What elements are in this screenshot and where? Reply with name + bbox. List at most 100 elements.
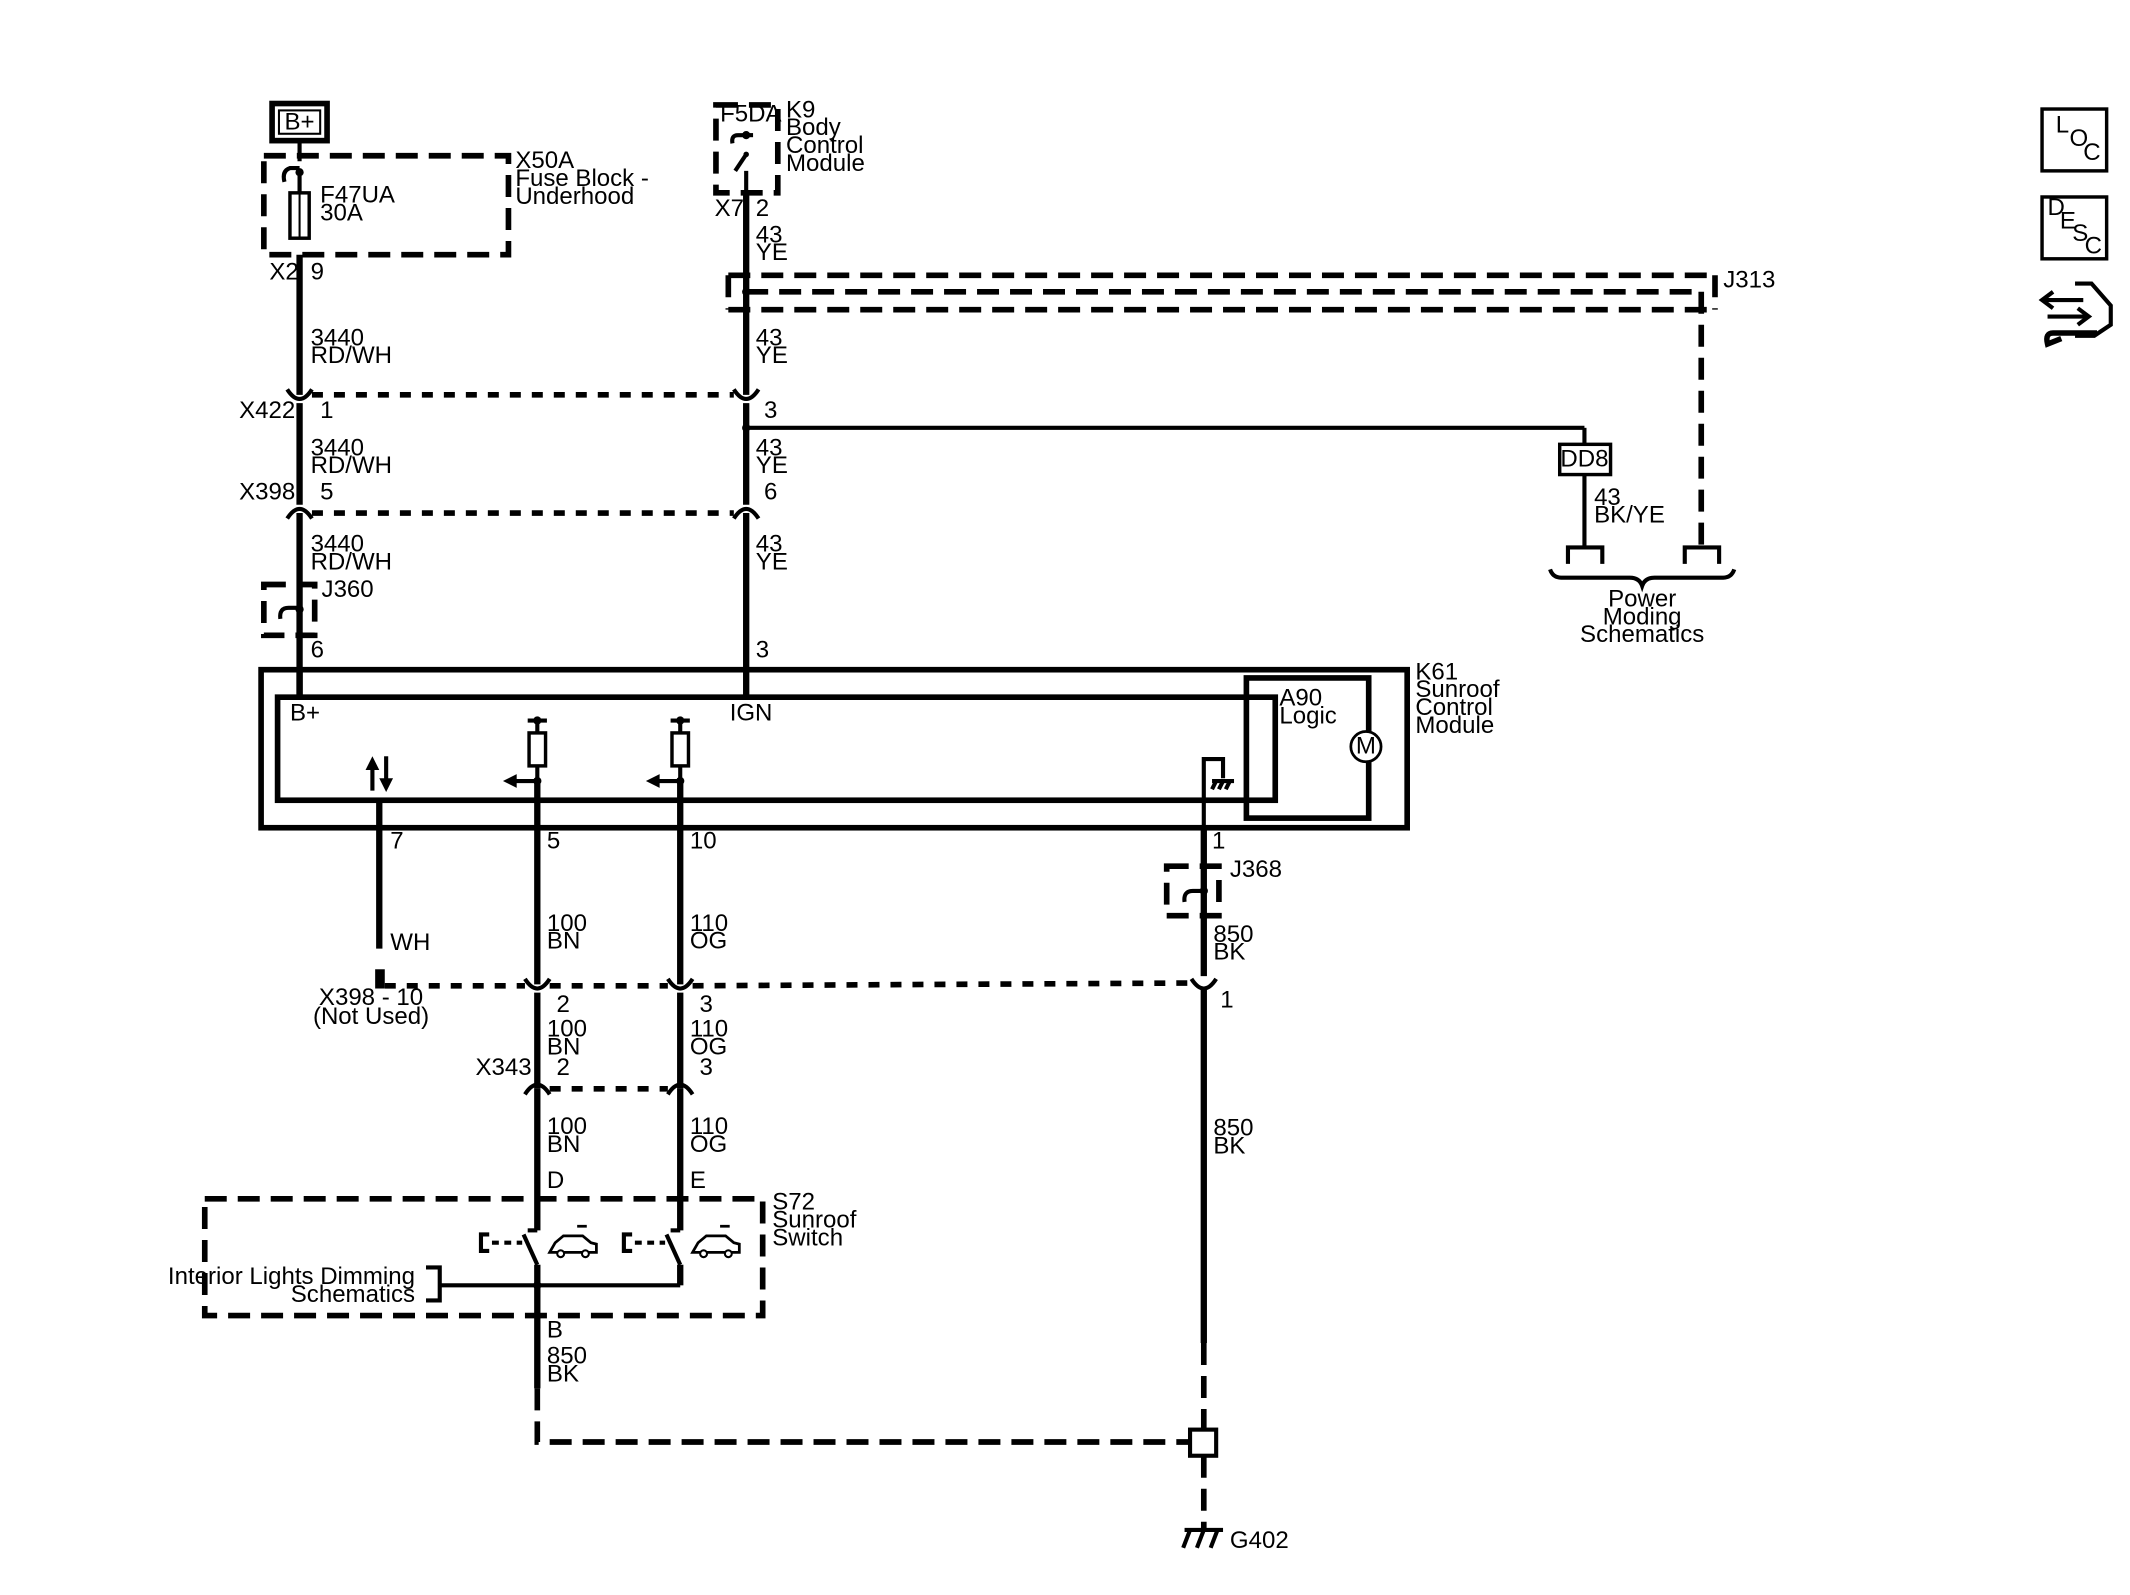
desc-letter: C	[2085, 232, 2102, 259]
module-bplus-label: B+	[290, 700, 320, 727]
unused-pin-note: (Not Used)	[313, 1003, 429, 1030]
connector-x343-label: X343	[475, 1054, 531, 1081]
description-button[interactable]: D E S C	[2040, 194, 2109, 261]
wire-label: OG	[690, 1033, 727, 1060]
module-name: Module	[1415, 712, 1494, 739]
logic-name: Logic	[1279, 702, 1336, 729]
pin-label: 5	[547, 827, 560, 854]
pin-label: 3	[764, 397, 777, 424]
bcm-id: K9	[786, 96, 815, 123]
pin-label: 6	[764, 478, 777, 505]
wire-label: YE	[756, 452, 788, 479]
fuse-block-connector: X2	[269, 258, 298, 285]
connector-x398: X398 5 6	[239, 478, 777, 520]
sunroof-control-module-k61: K61 Sunroof Control Module A90 Logic M B…	[258, 658, 1500, 831]
dd8-label: DD8	[1560, 445, 1608, 472]
wire-label: 43	[756, 324, 783, 351]
wire-label: BK	[547, 1361, 579, 1388]
desc-letter: E	[2060, 208, 2076, 235]
wire-label: 43	[1594, 484, 1621, 511]
logic-id: A90	[1279, 684, 1322, 711]
pin-label: 1	[1212, 827, 1225, 854]
splice-j313-label: J313	[1723, 267, 1775, 294]
wire-label: 100	[547, 910, 587, 937]
bcm-pin: 2	[756, 195, 769, 222]
wire-label: OG	[690, 1131, 727, 1158]
bcm-name-2: Control	[786, 132, 863, 159]
fuse-rating: 30A	[320, 199, 363, 226]
wire-label: BK/YE	[1594, 502, 1665, 529]
power-moding-reference: Power Moding Schematics	[1548, 545, 1737, 648]
wire-label: WH	[390, 929, 430, 956]
motor-label: M	[1356, 733, 1376, 760]
dimming-reference: Schematics	[291, 1281, 415, 1308]
diagnostic-connector-icon[interactable]	[2038, 281, 2113, 348]
wire-label: 3440	[311, 434, 364, 461]
pin-label: 7	[390, 827, 403, 854]
pin-label: E	[690, 1167, 706, 1194]
wire-label: 850	[547, 1343, 587, 1370]
module-name: Sunroof	[1415, 676, 1499, 703]
wire-label: BN	[547, 1131, 580, 1158]
bcm-switch-icon	[733, 153, 748, 173]
connector-dd8: DD8	[1557, 442, 1613, 477]
data-arrows-icon	[365, 756, 394, 793]
fuse-block-pin: 9	[311, 258, 324, 285]
splice-j313: J313	[725, 267, 1775, 548]
wire-label: RD/WH	[311, 342, 392, 369]
fuse-block-name-2: Underhood	[515, 183, 634, 210]
car-icon	[547, 1224, 598, 1259]
wire-label: 110	[690, 1016, 728, 1043]
connector-x343: X343 2 3	[475, 1054, 713, 1096]
wire-label: 850	[1213, 1115, 1253, 1142]
wire-label: 43	[756, 221, 783, 248]
wire-label: RD/WH	[311, 548, 392, 575]
splice-j360-label: J360	[322, 576, 374, 603]
bcm-name-3: Module	[786, 150, 865, 177]
pin-label: 2	[557, 991, 570, 1018]
power-moding-label: Power	[1608, 585, 1676, 612]
wire-label: 110	[690, 910, 728, 937]
loc-letter: L	[2056, 111, 2069, 138]
module-ign-label: IGN	[730, 700, 773, 727]
wire-label: 3440	[311, 531, 364, 558]
connector-x422: X422 1 3	[239, 388, 777, 424]
wire-label: BK	[1213, 939, 1245, 966]
wire-label: YE	[756, 239, 788, 266]
connector-x398-lower: 2 3 1	[384, 977, 1234, 1018]
pin-label: 2	[557, 1054, 570, 1081]
connector-x422-label: X422	[239, 397, 295, 424]
wire-label: BK	[1213, 1132, 1245, 1159]
pin-label: 1	[320, 397, 333, 424]
fuse-block-id: X50A	[515, 147, 574, 174]
module-name: Control	[1415, 694, 1492, 721]
car-icon	[690, 1224, 741, 1259]
wire-label: 110	[690, 1113, 728, 1140]
loc-letter: C	[2083, 139, 2100, 166]
desc-letter: D	[2048, 194, 2065, 221]
wire-label: 3440	[311, 324, 364, 351]
wire-label: YE	[756, 548, 788, 575]
wire-label: 43	[756, 531, 783, 558]
ground-g402: G402	[1181, 1527, 1289, 1554]
ground-label: G402	[1230, 1527, 1289, 1554]
sunroof-switch-s72: S72 Sunroof Switch Interior Ligh	[168, 1189, 857, 1319]
switch-name: Sunroof	[772, 1207, 856, 1234]
unused-pin-label: X398 - 10	[319, 984, 423, 1011]
motor-icon	[1349, 730, 1383, 764]
wire-label: 100	[547, 1016, 587, 1043]
ground-splice	[1187, 1427, 1219, 1458]
pin-label: D	[547, 1167, 564, 1194]
splice-j360: J360	[261, 576, 374, 639]
location-button[interactable]: L O C	[2040, 107, 2109, 173]
connector-x398-label: X398	[239, 478, 295, 505]
pin-label: 1	[1220, 987, 1233, 1014]
pin-label: 10	[690, 827, 717, 854]
splice-j368: J368	[1163, 856, 1282, 919]
bcm-connector: X7	[715, 195, 744, 222]
switch-contact-icon	[521, 1233, 540, 1266]
wire-label: BN	[547, 1033, 580, 1060]
input-pullup-icon	[645, 716, 691, 788]
module-ground-icon	[1201, 756, 1235, 825]
